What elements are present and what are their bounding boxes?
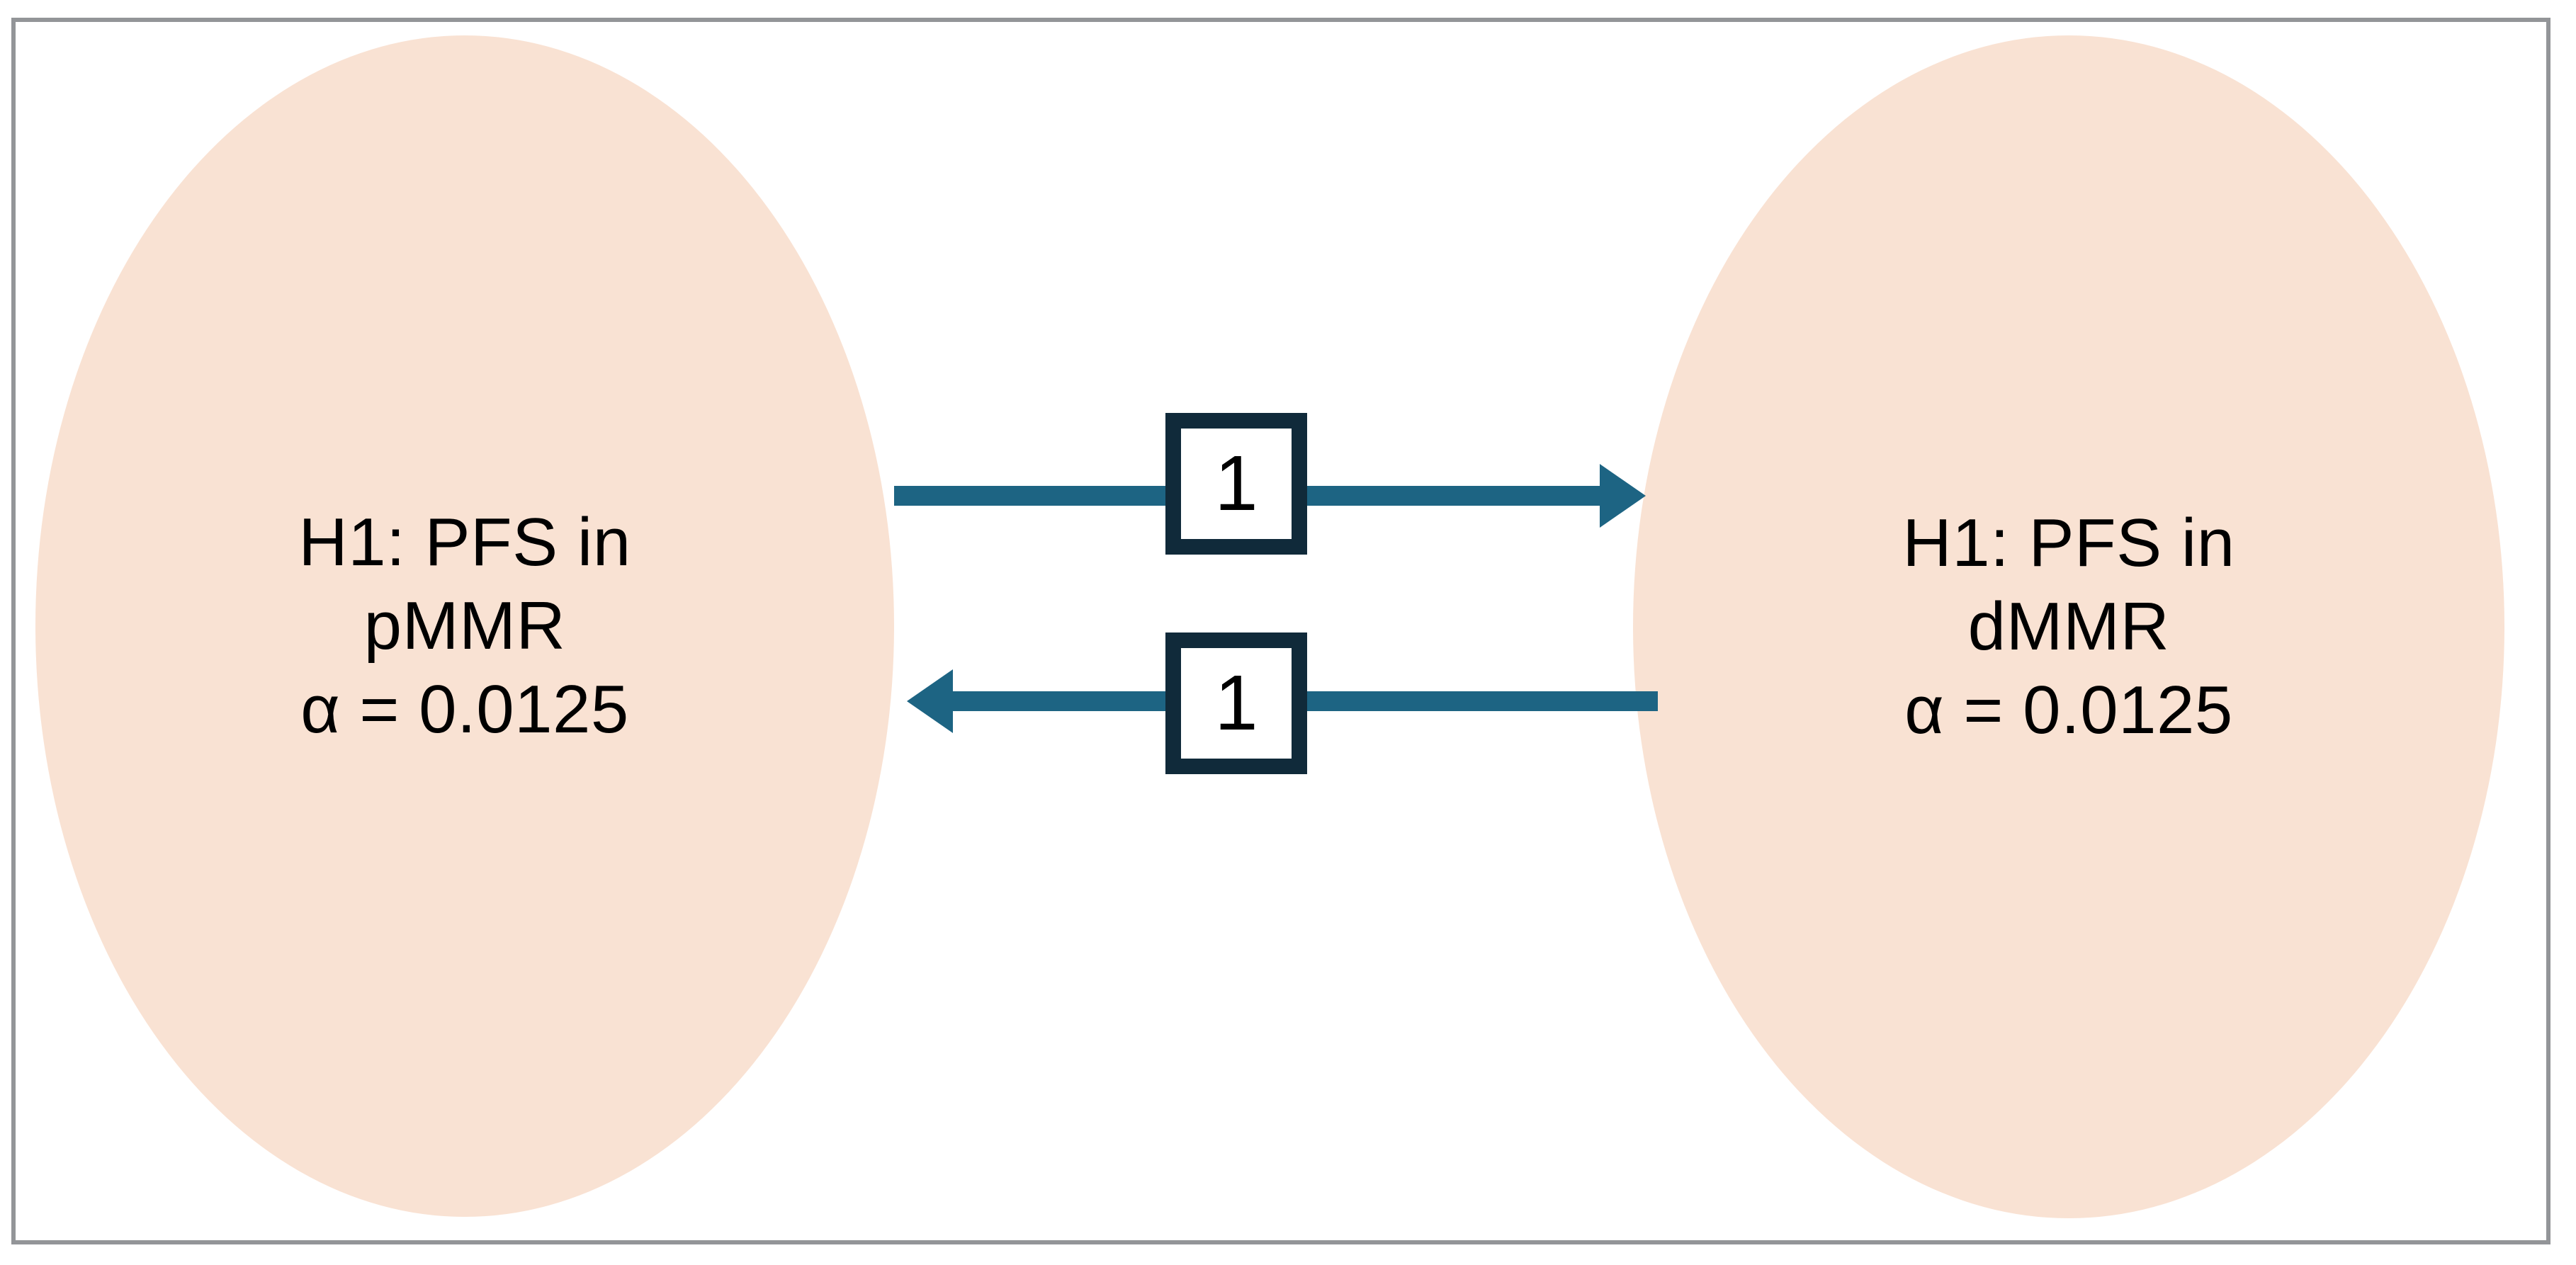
weight-box-dmmr-to-pmmr[interactable]: 1 <box>1165 632 1307 774</box>
node-dmmr-alpha: α = 0.0125 <box>1904 672 2233 749</box>
node-dmmr[interactable]: H1: PFS in dMMR α = 0.0125 <box>1633 35 2504 1218</box>
weight-box-pmmr-to-dmmr[interactable]: 1 <box>1165 413 1307 555</box>
node-pmmr-line-1: H1: PFS in <box>298 504 631 580</box>
node-pmmr[interactable]: H1: PFS in pMMR α = 0.0125 <box>35 35 894 1217</box>
weight-label-pmmr-to-dmmr: 1 <box>1214 440 1258 527</box>
node-pmmr-line-2: pMMR <box>363 587 566 664</box>
weight-label-dmmr-to-pmmr: 1 <box>1214 659 1258 747</box>
node-dmmr-line-1: H1: PFS in <box>1902 504 2235 581</box>
node-dmmr-line-2: dMMR <box>1967 588 2170 664</box>
node-pmmr-alpha: α = 0.0125 <box>300 671 629 748</box>
